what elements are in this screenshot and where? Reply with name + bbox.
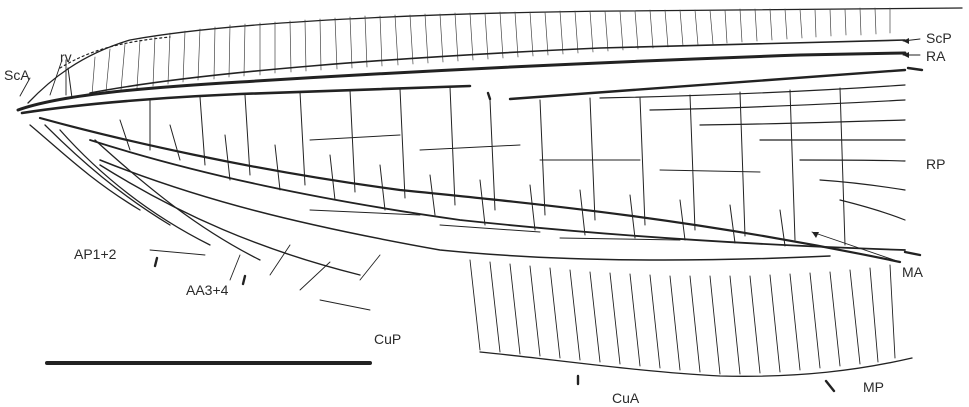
label-rv: rv: [60, 50, 72, 64]
label-cua: CuA: [612, 391, 639, 405]
cua-branches: [470, 260, 895, 374]
label-sca: ScA: [4, 68, 30, 82]
label-aa: AA3+4: [186, 283, 228, 297]
label-ap: AP1+2: [74, 247, 116, 261]
label-ma: MA: [902, 265, 923, 279]
rp-branches: [600, 85, 905, 220]
costal-crossveins: [92, 8, 890, 95]
label-arrows: [20, 39, 920, 262]
posterior-margin: [480, 352, 912, 376]
cup-stem: [100, 165, 360, 275]
label-scp: ScP: [926, 31, 952, 45]
rv-crossvein: [68, 68, 72, 98]
label-mp: MP: [863, 380, 884, 394]
arrow-heads: [812, 38, 909, 238]
label-ra: RA: [926, 49, 945, 63]
label-cup: CuP: [374, 332, 401, 346]
vein-ra: [18, 53, 905, 110]
anal-short: [150, 245, 380, 310]
label-rp: RP: [926, 157, 945, 171]
